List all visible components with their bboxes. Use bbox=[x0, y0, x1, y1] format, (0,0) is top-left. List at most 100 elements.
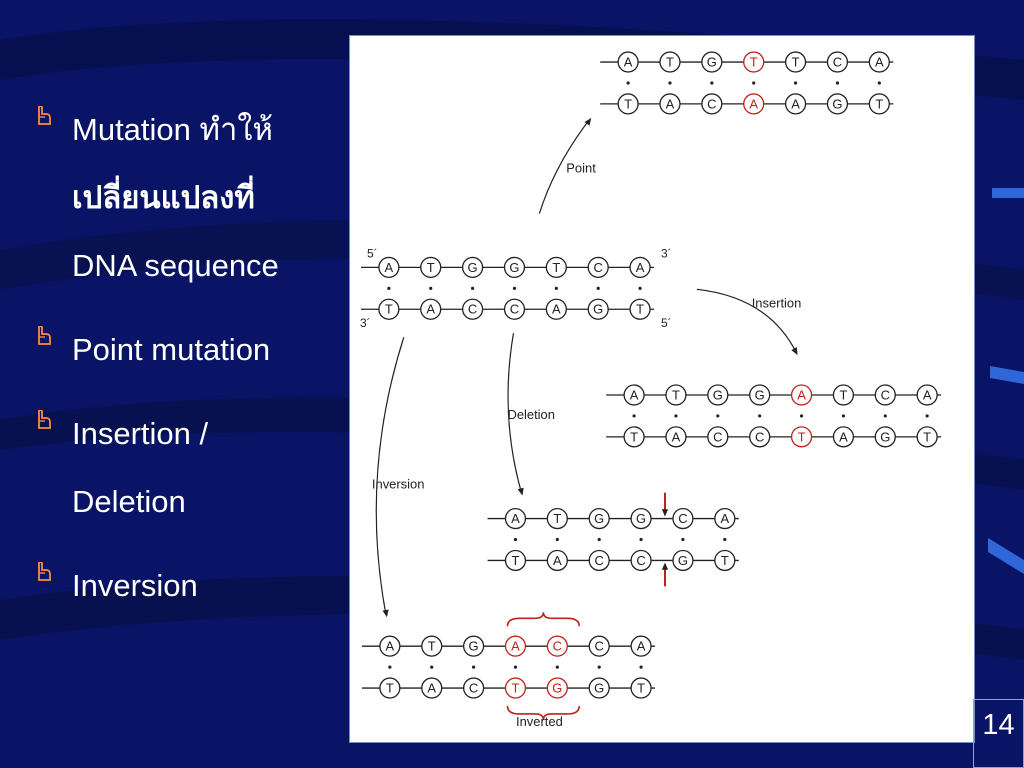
point-strand-top-base: T bbox=[666, 55, 674, 70]
original-strand-bottom-base: G bbox=[593, 302, 603, 317]
inversion-strand-bottom-nucleotide bbox=[588, 677, 610, 699]
inversion-strand-pair-dot bbox=[388, 665, 392, 669]
point-strand-bottom-base: A bbox=[666, 96, 675, 111]
deletion-strand-bottom-base: C bbox=[636, 553, 645, 568]
inversion-strand-bottom-nucleotide bbox=[462, 677, 485, 699]
inversion-brace-bottom bbox=[506, 705, 581, 720]
inverted-label: Inverted bbox=[516, 714, 563, 729]
original-strand-bottom-nucleotide bbox=[587, 298, 609, 320]
insertion-arrow bbox=[696, 288, 798, 354]
original-strand-pair-dot bbox=[638, 286, 642, 290]
inversion-strand-top-nucleotide bbox=[588, 635, 610, 657]
pointing-hand-icon bbox=[36, 316, 72, 346]
insertion-strand-bottom-base: G bbox=[880, 429, 890, 444]
point-strand-bottom-base: C bbox=[707, 96, 716, 111]
point-strand-pair-dot bbox=[752, 81, 756, 85]
insertion-strand-top-base: T bbox=[839, 387, 847, 402]
inversion-strand-bottom-base: G bbox=[552, 681, 562, 696]
insertion-strand-bottom-base: T bbox=[798, 429, 806, 444]
bullet-list: Mutation ทำให้เปลี่ยนแปลงที่DNA sequence… bbox=[36, 96, 336, 636]
point-strand-bottom-base: A bbox=[749, 96, 758, 111]
insertion-strand-top-nucleotide bbox=[665, 384, 687, 406]
deletion-strand-bottom-base: G bbox=[678, 553, 688, 568]
inversion-strand-top-nucleotide bbox=[421, 635, 443, 657]
point-strand-top-nucleotide bbox=[826, 51, 849, 73]
bullet-line: เปลี่ยนแปลงที่ bbox=[72, 180, 255, 216]
point-strand-bottom-nucleotide bbox=[826, 93, 849, 115]
insertion-strand-pair-dot bbox=[799, 414, 804, 418]
insertion-strand-pair-dot bbox=[758, 414, 762, 418]
inversion-strand-top-nucleotide bbox=[630, 635, 652, 657]
original-strand-bottom-nucleotide bbox=[545, 298, 567, 320]
deletion-strand-bottom-nucleotide bbox=[672, 549, 694, 572]
bullet-line: Point mutation bbox=[72, 332, 271, 367]
point-strand-bottom-base: T bbox=[624, 96, 632, 111]
insertion-strand-top-base: G bbox=[755, 387, 765, 402]
bullet-item: Insertion /Deletion bbox=[36, 400, 336, 536]
deletion-strand-bottom-nucleotide bbox=[588, 549, 610, 572]
original-strand-top-base: T bbox=[552, 260, 560, 275]
deletion-strand-top-nucleotide bbox=[630, 507, 652, 530]
original-strand-bottom-nucleotide bbox=[503, 298, 526, 320]
end-label: 5´ bbox=[661, 316, 672, 330]
deletion-strand-bottom-nucleotide bbox=[630, 549, 652, 572]
insertion-strand-pair-dot bbox=[632, 414, 636, 418]
bullet-line: Insertion / bbox=[72, 416, 209, 451]
original-strand-top-nucleotide bbox=[420, 256, 442, 279]
point-strand-pair-dot bbox=[710, 81, 714, 85]
insertion-strand-top-base: T bbox=[672, 387, 680, 402]
insertion-strand-bottom-nucleotide bbox=[749, 426, 771, 448]
deletion-strand-bottom-base: T bbox=[721, 553, 729, 568]
original-strand-pair-dot bbox=[554, 286, 558, 290]
inversion-strand-pair-dot bbox=[472, 665, 476, 669]
insertion-strand-bottom-base: A bbox=[672, 429, 681, 444]
point-strand-top-nucleotide bbox=[868, 51, 890, 73]
insertion-strand-top-nucleotide bbox=[790, 384, 813, 406]
inversion-strand-top-base: C bbox=[595, 639, 604, 654]
insertion-strand-bottom-base: C bbox=[755, 429, 764, 444]
inversion-strand-top-base: G bbox=[469, 639, 479, 654]
deletion-strand-bottom-base: A bbox=[553, 553, 562, 568]
point-arrow bbox=[538, 119, 590, 214]
point-strand-top-nucleotide bbox=[743, 51, 765, 73]
deletion-strand-top-base: A bbox=[720, 511, 729, 526]
insertion-strand-bottom-base: T bbox=[923, 429, 931, 444]
original-strand-top-nucleotide bbox=[587, 256, 609, 279]
original-strand-pair-dot bbox=[429, 286, 433, 290]
deletion-strand-pair-dot bbox=[681, 537, 685, 542]
point-strand-bottom-base: A bbox=[791, 96, 800, 111]
point-arrow-head bbox=[584, 117, 592, 126]
insertion-strand-pair-dot bbox=[674, 414, 678, 418]
inversion-arrow-head bbox=[382, 609, 389, 618]
original-strand-bottom-base: C bbox=[510, 302, 519, 317]
deletion-strand-top-nucleotide bbox=[672, 507, 694, 530]
original-strand-bottom-base: A bbox=[552, 302, 561, 317]
original-strand-top-base: C bbox=[594, 260, 603, 275]
insertion-strand-top-nucleotide bbox=[874, 384, 896, 406]
deletion-strand-top-nucleotide bbox=[714, 507, 736, 530]
inversion-strand-pair-dot bbox=[430, 665, 434, 669]
point-label: Point bbox=[566, 161, 596, 176]
insertion-strand-top-base: A bbox=[923, 387, 932, 402]
original-strand-bottom-base: C bbox=[468, 302, 477, 317]
point-strand-bottom-nucleotide bbox=[784, 93, 807, 115]
point-strand-bottom-nucleotide bbox=[743, 93, 765, 115]
deletion-strand-bottom-base: C bbox=[595, 553, 604, 568]
inversion-strand-bottom-base: C bbox=[469, 681, 478, 696]
bullet-text: Insertion /Deletion bbox=[72, 400, 208, 536]
insertion-strand-bottom-nucleotide bbox=[707, 426, 729, 448]
original-strand-top-nucleotide bbox=[629, 256, 651, 279]
original-strand-top-nucleotide bbox=[503, 256, 526, 279]
deletion-strand-top-nucleotide bbox=[588, 507, 610, 530]
inversion-strand-top-base: A bbox=[511, 639, 520, 654]
inversion-strand-top-base: C bbox=[553, 639, 562, 654]
point-strand-top-nucleotide bbox=[784, 51, 807, 73]
deletion-strand-bottom-nucleotide bbox=[714, 549, 736, 572]
point-strand-bottom-nucleotide bbox=[701, 93, 723, 115]
original-strand-bottom-nucleotide bbox=[378, 298, 400, 320]
deletion-strand-top-nucleotide bbox=[504, 507, 527, 530]
deletion-marker-head bbox=[661, 562, 669, 570]
inversion-strand-bottom-nucleotide bbox=[504, 677, 527, 699]
bullet-text: Point mutation bbox=[72, 316, 270, 384]
